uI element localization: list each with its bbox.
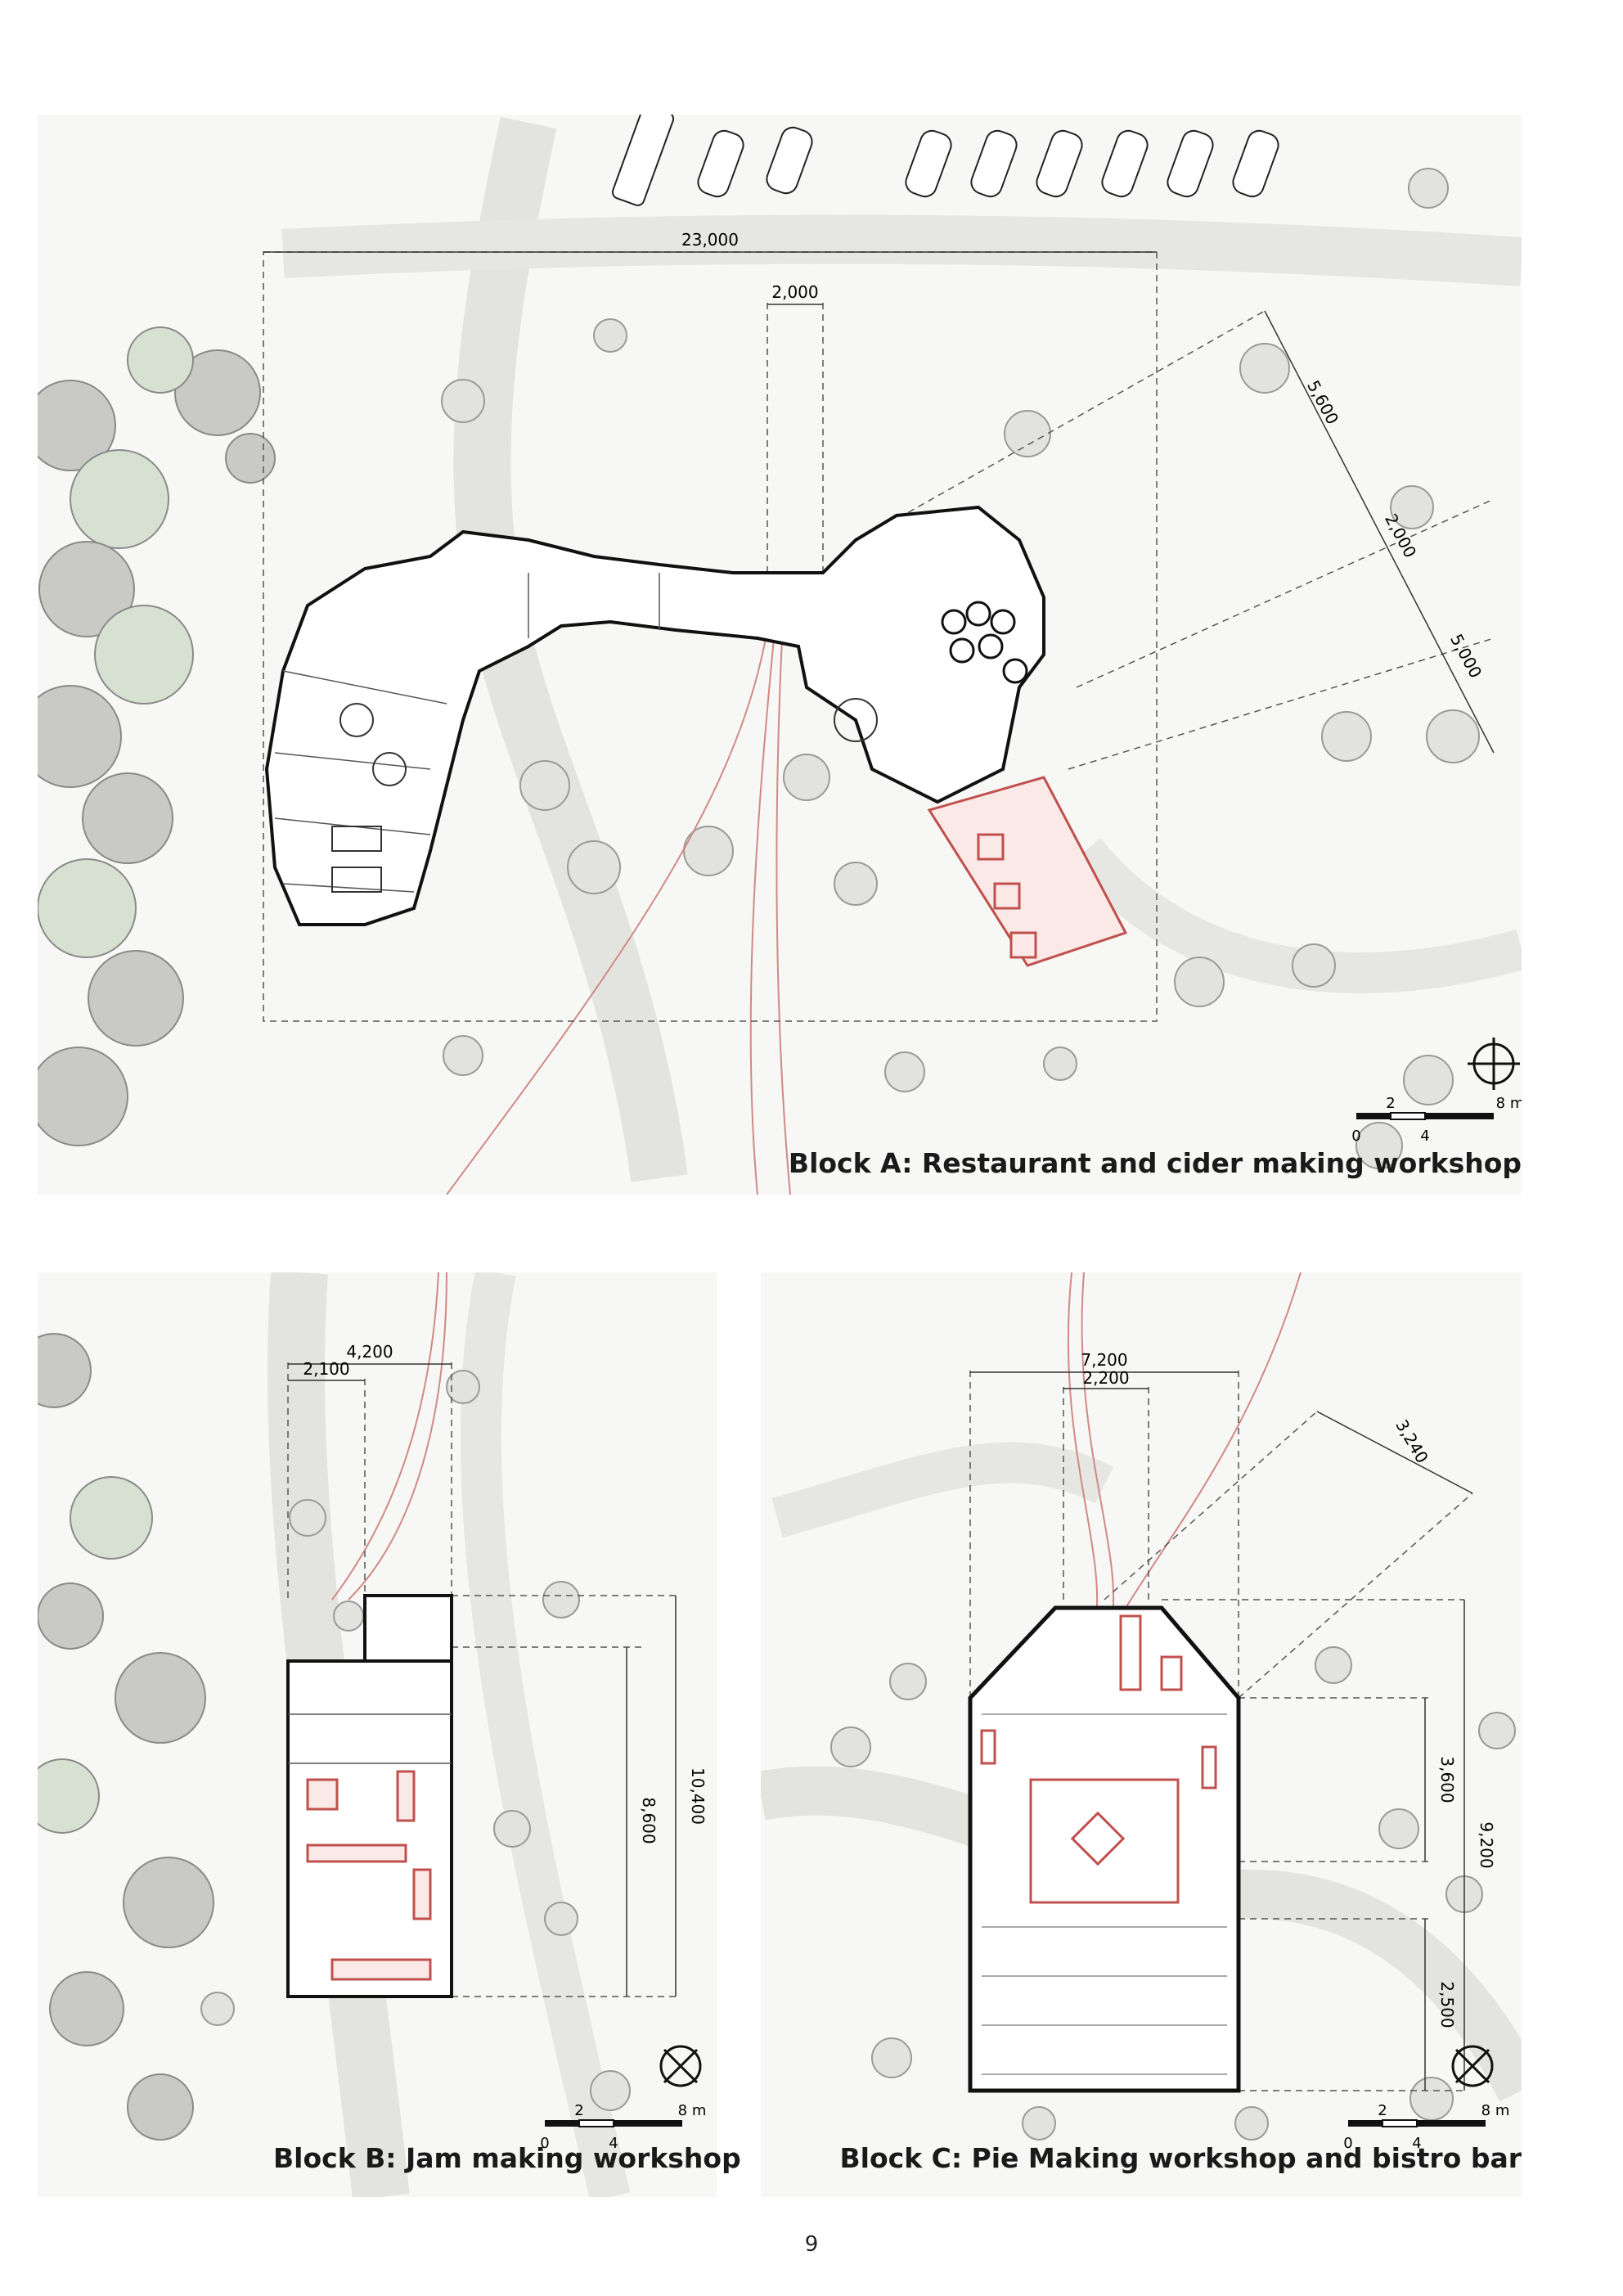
dimension-lines (969, 1371, 1473, 2091)
gravel-path (771, 1442, 1114, 1538)
dim-label-inner: 2,200 (1082, 1368, 1129, 1388)
dim-label-width: 7,200 (1081, 1350, 1127, 1370)
dimension-ticks (970, 1371, 1473, 2091)
annex-workshop (927, 776, 1128, 967)
block-b-drawing: 4,200 2,100 10,400 8,600 0 2 4 8 m (38, 1272, 708, 2197)
dim-label-inner: 8,600 (639, 1797, 659, 1844)
scale-label-0: 0 (1351, 1128, 1360, 1145)
scale-label-0: 0 (1343, 2135, 1352, 2152)
scale-label-4: 4 (609, 2135, 618, 2152)
site-plan-block-b: 4,200 2,100 10,400 8,600 0 2 4 8 m (38, 1272, 717, 2197)
dimension-ticks (288, 1363, 677, 1997)
north-arrow-icon (659, 2045, 702, 2087)
footpath-lines (1067, 1272, 1302, 1617)
gravel-path (1068, 838, 1522, 993)
north-arrow-icon (1451, 2045, 1494, 2087)
footpath-lines (331, 1272, 447, 1600)
block-c-drawing: 7,200 2,200 3,240 9,200 3,600 2,500 (761, 1272, 1522, 2152)
dim-label-segment-1: 3,600 (1437, 1756, 1457, 1803)
tree-scatter (200, 1370, 631, 2111)
site-plan-block-a: 23,000 2,000 5,600 2,000 5,000 (38, 115, 1522, 1195)
scale-label-2: 2 (574, 2102, 583, 2119)
scale-label-2: 2 (1378, 2102, 1387, 2119)
scale-label-0: 0 (540, 2135, 549, 2152)
scale-bar (1356, 1112, 1494, 1120)
dim-label-gap: 2,000 (771, 282, 818, 302)
scale-label-8: 8 m (1481, 2102, 1510, 2119)
page-number: 9 (804, 2232, 819, 2257)
dim-label-segment-2: 2,500 (1437, 1981, 1457, 2028)
dining-tables (331, 698, 878, 893)
block-a-caption: Block A: Restaurant and cider making wor… (788, 1147, 1522, 1179)
scale-label-8: 8 m (678, 2102, 707, 2119)
dimension-ticks (263, 251, 1495, 754)
scale-bar (545, 2119, 682, 2127)
footpath-lines (446, 637, 791, 1195)
bistro-bar-counter (980, 1614, 1217, 1904)
dim-label-length: 10,400 (688, 1767, 708, 1825)
jam-workshop-equipment (306, 1770, 432, 1981)
parked-cars (611, 115, 1279, 206)
scale-label-2: 2 (1386, 1095, 1395, 1112)
building-pie-workshop (968, 1605, 1241, 2093)
floor-boards (982, 1713, 1227, 2075)
gravel-path (460, 1272, 631, 2197)
site-plan-block-c: 7,200 2,200 3,240 9,200 3,600 2,500 (761, 1272, 1522, 2197)
block-a-drawing: 23,000 2,000 5,600 2,000 5,000 (38, 115, 1522, 1195)
block-c-caption: Block C: Pie Making workshop and bistro … (839, 2142, 1522, 2174)
dim-label-width: 4,200 (346, 1342, 393, 1362)
dim-label-depth-1: 5,600 (1303, 377, 1342, 428)
tree-cluster-left (38, 1333, 214, 2141)
scale-label-4: 4 (1420, 1128, 1429, 1145)
tree-cluster-left (38, 326, 276, 1146)
cider-tanks (941, 601, 1028, 684)
dim-label-diagonal: 3,240 (1391, 1416, 1432, 1467)
dim-label-length: 9,200 (1477, 1821, 1496, 1868)
building-restaurant (264, 505, 1045, 926)
building-jam-workshop (286, 1594, 453, 1998)
block-b-caption: Block B: Jam making workshop (273, 2142, 741, 2174)
gravel-path (281, 214, 1522, 286)
dimension-lines (287, 1362, 676, 1997)
interior-partitions (288, 1713, 452, 1764)
scale-label-4: 4 (1412, 2135, 1421, 2152)
scale-bar (1348, 2119, 1486, 2127)
tree-scatter (830, 1646, 1516, 2141)
north-arrow-icon (1468, 1038, 1520, 1090)
tree-scatter (441, 168, 1480, 1169)
scale-label-8: 8 m (1496, 1095, 1522, 1112)
dim-label-width: 23,000 (681, 230, 739, 250)
dim-label-half: 2,100 (303, 1359, 349, 1379)
